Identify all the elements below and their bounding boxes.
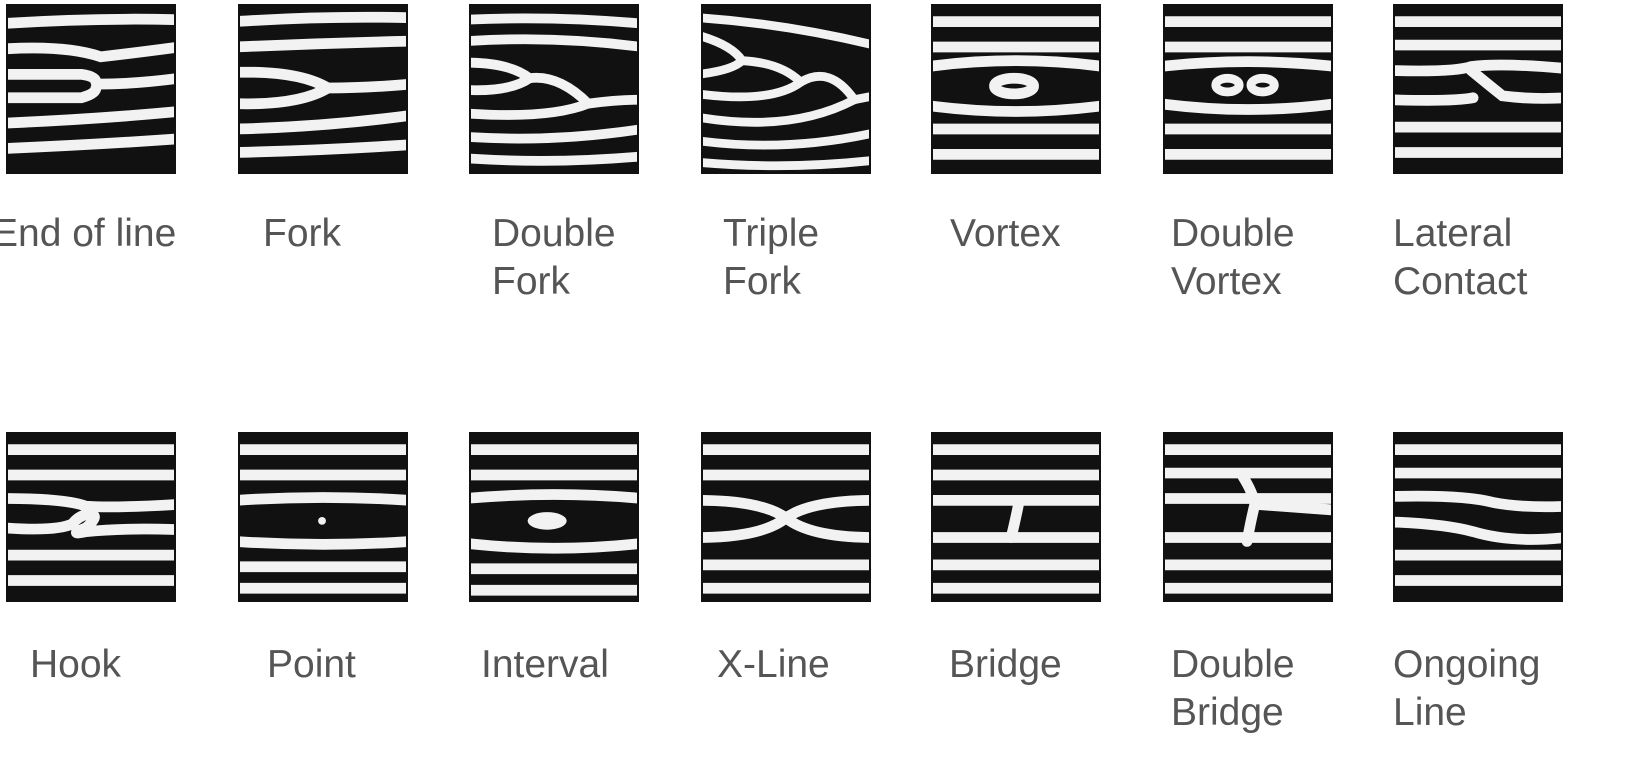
pattern-label-point: Point	[267, 641, 487, 689]
label-line: Ongoing	[1393, 641, 1613, 689]
label-line: Double	[492, 210, 712, 258]
pattern-tile-interval	[469, 432, 639, 602]
label-line: Double	[1171, 641, 1391, 689]
label-line: Point	[267, 641, 487, 689]
pattern-label-end-of-line: End of line	[0, 210, 212, 258]
label-line: Interval	[481, 641, 701, 689]
label-line: Vortex	[950, 210, 1170, 258]
interval-pattern	[471, 434, 637, 600]
pattern-tile-double-fork	[469, 4, 639, 174]
pattern-tile-point	[238, 432, 408, 602]
pattern-label-bridge: Bridge	[949, 641, 1169, 689]
label-line: Vortex	[1171, 258, 1391, 306]
double-bridge-pattern	[1165, 434, 1331, 600]
pattern-label-hook: Hook	[30, 641, 250, 689]
pattern-label-double-fork: Double Fork	[492, 210, 712, 306]
ongoing-line-pattern	[1395, 434, 1561, 600]
fork-pattern	[240, 6, 406, 172]
pattern-tile-double-bridge	[1163, 432, 1333, 602]
double-fork-pattern	[471, 6, 637, 172]
label-line: Fork	[492, 258, 712, 306]
label-line: Bridge	[949, 641, 1169, 689]
lateral-contact-pattern	[1395, 6, 1561, 172]
double-vortex-pattern	[1165, 6, 1331, 172]
pattern-tile-double-vortex	[1163, 4, 1333, 174]
pattern-label-interval: Interval	[481, 641, 701, 689]
bridge-pattern	[933, 434, 1099, 600]
end-of-line-pattern	[8, 6, 174, 172]
vortex-pattern	[933, 6, 1099, 172]
pattern-tile-lateral-contact	[1393, 4, 1563, 174]
label-line: Triple	[723, 210, 943, 258]
pattern-tile-triple-fork	[701, 4, 871, 174]
point-pattern	[240, 434, 406, 600]
pattern-tile-hook	[6, 432, 176, 602]
triple-fork-pattern	[703, 6, 869, 172]
pattern-tile-vortex	[931, 4, 1101, 174]
label-line: Hook	[30, 641, 250, 689]
pattern-label-fork: Fork	[263, 210, 483, 258]
label-line: Fork	[263, 210, 483, 258]
pattern-tile-ongoing-line	[1393, 432, 1563, 602]
pattern-label-ongoing-line: Ongoing Line	[1393, 641, 1613, 737]
label-line: Line	[1393, 689, 1613, 737]
label-line: Contact	[1393, 258, 1613, 306]
pattern-label-double-vortex: Double Vortex	[1171, 210, 1391, 306]
label-line: X-Line	[717, 641, 937, 689]
pattern-label-vortex: Vortex	[950, 210, 1170, 258]
pattern-tile-end-of-line	[6, 4, 176, 174]
pattern-label-double-bridge: Double Bridge	[1171, 641, 1391, 737]
pattern-label-lateral-contact: Lateral Contact	[1393, 210, 1613, 306]
hook-pattern	[8, 434, 174, 600]
pattern-tile-fork	[238, 4, 408, 174]
pattern-tile-x-line	[701, 432, 871, 602]
pattern-label-x-line: X-Line	[717, 641, 937, 689]
x-line-pattern	[703, 434, 869, 600]
label-line: Fork	[723, 258, 943, 306]
pattern-label-triple-fork: Triple Fork	[723, 210, 943, 306]
label-line: End of line	[0, 210, 212, 258]
label-line: Lateral	[1393, 210, 1613, 258]
pattern-tile-bridge	[931, 432, 1101, 602]
label-line: Double	[1171, 210, 1391, 258]
label-line: Bridge	[1171, 689, 1391, 737]
